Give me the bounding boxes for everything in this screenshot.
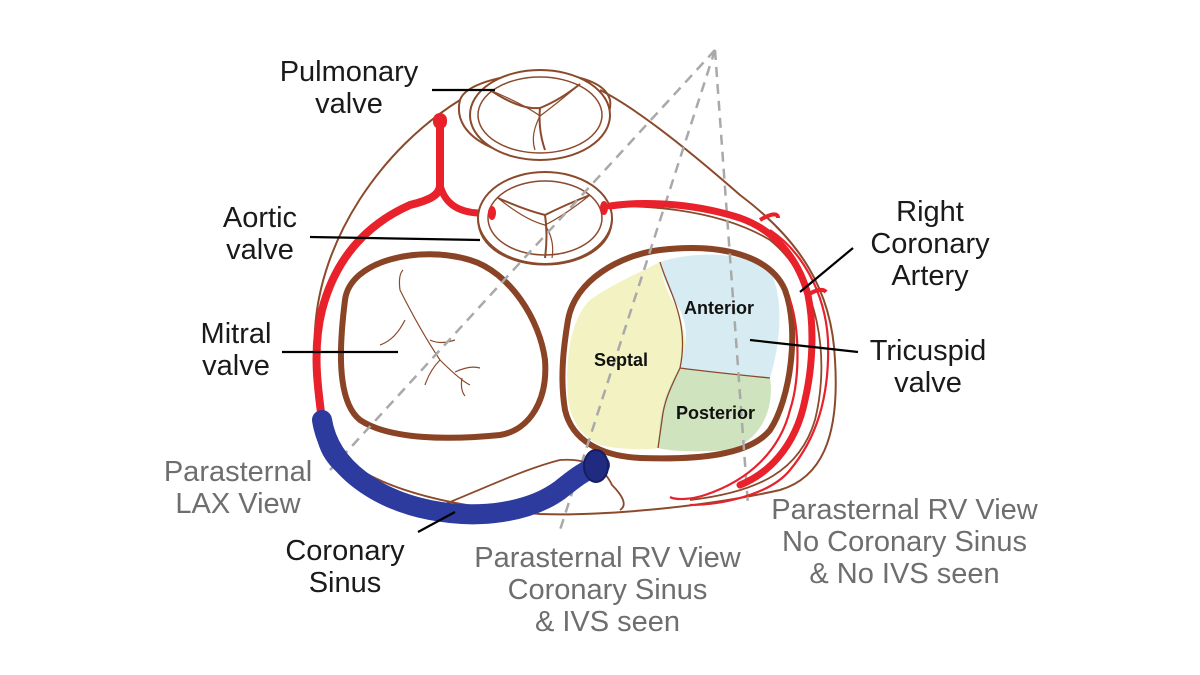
pulmonary-valve [457,69,612,161]
label-tricuspid-valve: Tricuspid valve [869,335,987,399]
label-coronary-sinus: Coronary Sinus [285,535,405,599]
coronary-arteries [312,113,830,507]
aortic-valve [477,171,613,266]
label-parasternal-rv-view-no-cs: Parasternal RV View No Coronary Sinus & … [771,494,1038,590]
label-right-coronary-artery: Right Coronary Artery [870,196,990,292]
label-aortic-valve: Aortic valve [222,202,298,266]
tricuspid-leaflets [567,254,780,452]
label-parasternal-rv-view-cs: Parasternal RV View Coronary Sinus & IVS… [474,542,741,638]
coronary-sinus-vessel [312,410,610,525]
label-septal-leaflet: Septal [594,350,649,370]
view-lines [329,49,750,531]
mitral-valve-shape [337,251,549,441]
label-mitral-valve: Mitral valve [200,318,272,382]
label-parasternal-lax-view: Parasternal LAX View [163,456,313,520]
inferior-wall [429,458,625,511]
left-coronary-artery [312,116,444,424]
label-anterior-leaflet: Anterior [684,298,755,318]
septal-leaflet-fill [567,262,686,450]
tricuspid-annulus [559,245,796,462]
label-pulmonary-valve: Pulmonary valve [279,56,419,120]
anterior-leaflet-fill [660,254,780,378]
label-pointers [282,88,859,533]
label-posterior-leaflet: Posterior [676,403,756,423]
